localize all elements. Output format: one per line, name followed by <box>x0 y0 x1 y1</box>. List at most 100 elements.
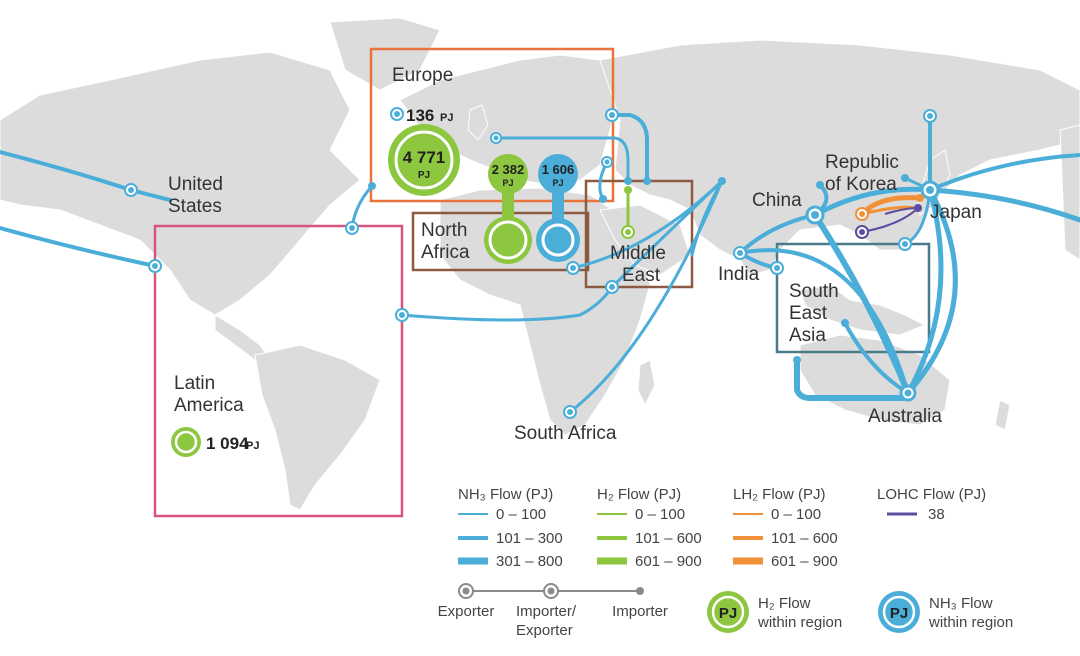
node-se-asia <box>841 319 849 327</box>
flow-us-west-to-us <box>0 150 133 192</box>
north-africa-h2-value: 2 382 <box>492 162 525 177</box>
legend-importer-exporter-icon <box>543 583 559 599</box>
europe-nh3-bubble <box>390 107 404 121</box>
node-lohc-japan <box>914 204 922 212</box>
legend-exporter-icon <box>458 583 474 599</box>
legend-h2-title: H₂ Flow (PJ) <box>597 486 681 503</box>
legend-h2-item-3: 601 – 900 <box>635 553 702 570</box>
flow-europe-north <box>610 113 649 183</box>
legend-nh3-item-3: 301 – 800 <box>496 553 563 570</box>
north-africa-nh3-bubble <box>536 218 580 262</box>
flow-uk-to-me <box>494 136 630 183</box>
flow-china-australia-west <box>738 248 910 395</box>
europe-h2-unit: PJ <box>418 170 430 181</box>
flow-india-to-africa <box>568 179 724 414</box>
label-china: China <box>752 190 802 211</box>
node-na-east <box>566 261 580 275</box>
flow-pacific-to-latam <box>0 226 157 268</box>
nh3-flows <box>0 113 1080 414</box>
label-japan: Japan <box>930 202 982 223</box>
flow-australia-se <box>843 321 910 395</box>
legend-lohc-title: LOHC Flow (PJ) <box>877 486 986 503</box>
flow-india-to-na <box>571 179 724 270</box>
north-africa-box <box>411 211 590 272</box>
north-africa-nh3-top <box>538 154 578 194</box>
latin-america-h2-value: 1 094 <box>206 434 249 453</box>
label-australia: Australia <box>868 406 942 427</box>
node-japan <box>920 180 940 200</box>
europe-box <box>369 47 615 203</box>
node-me-1 <box>624 177 632 185</box>
node-india <box>733 246 747 260</box>
australia-land <box>799 334 951 426</box>
node-india-se <box>770 261 784 275</box>
europe-h2-value: 4 771 <box>403 148 446 167</box>
latin-america-box <box>153 224 404 518</box>
se-asia-box <box>775 242 931 354</box>
north-africa-h2-unit: PJ <box>502 178 513 188</box>
legend-lohc-item-1: 38 <box>928 506 945 523</box>
node-latam-west <box>148 259 162 273</box>
node-south-africa <box>563 405 577 419</box>
node-lh2-japan <box>916 194 924 202</box>
legend-exporter-label: Exporter <box>438 603 495 620</box>
node-latam-east <box>395 308 409 322</box>
europe-nh3-unit: PJ <box>440 112 453 124</box>
node-latam-north <box>345 221 359 235</box>
node-korea <box>901 174 909 182</box>
europe-nh3-value: 136 <box>406 106 434 125</box>
legend-nh3-item-2: 101 – 300 <box>496 530 563 547</box>
node-me-east <box>718 177 726 185</box>
flow-korea-australia <box>905 187 958 396</box>
label-india: India <box>718 264 760 285</box>
north-africa-h2-bubble <box>484 216 532 264</box>
new-zealand-land <box>994 399 1011 431</box>
south-america-land <box>254 344 381 511</box>
legend-nh3-within-badge: PJ <box>890 605 908 622</box>
node-me-2 <box>643 177 651 185</box>
madagascar-land <box>637 359 656 407</box>
legend-nh3-within-icon <box>878 591 920 633</box>
legend-importer-icon <box>636 587 644 595</box>
flow-japan-east <box>927 187 1080 223</box>
uk-land <box>467 104 489 141</box>
middle-east-box <box>584 179 694 289</box>
node-me-h2 <box>624 186 632 194</box>
node-australia <box>899 384 917 402</box>
node-china-north <box>816 181 824 189</box>
legend-lh2-item-1: 0 – 100 <box>771 506 821 523</box>
node-lh2-korea <box>855 207 869 221</box>
label-europe: Europe <box>392 65 453 86</box>
flow-japan-northeast <box>928 153 1080 192</box>
node-us <box>124 183 138 197</box>
node-japan-south <box>898 237 912 251</box>
latin-america-h2-bubble <box>171 427 201 457</box>
latin-america-h2-unit: PJ <box>246 440 259 452</box>
flow-japan-australia <box>905 187 944 396</box>
legend-h2-item-1: 0 – 100 <box>635 506 685 523</box>
flow-latam-to-asia <box>400 285 614 322</box>
label-south-africa: South Africa <box>514 423 617 444</box>
se-asia-islands-land <box>799 284 927 336</box>
legend-importer-label: Importer <box>612 603 668 620</box>
north-africa-nh3-unit: PJ <box>552 178 563 188</box>
north-africa-h2-top <box>488 154 528 194</box>
legend-h2-item-2: 101 – 600 <box>635 530 702 547</box>
legend-nh3-item-1: 0 – 100 <box>496 506 546 523</box>
nodes <box>124 108 940 419</box>
legend-h2-within-badge: PJ <box>719 605 737 622</box>
node-australia-west <box>793 356 801 364</box>
flow-china-korea <box>812 186 933 218</box>
node-lohc-source <box>855 225 869 239</box>
right-america-land <box>1059 124 1080 261</box>
node-me-3 <box>599 195 607 203</box>
legend-h2-within-icon <box>707 591 749 633</box>
